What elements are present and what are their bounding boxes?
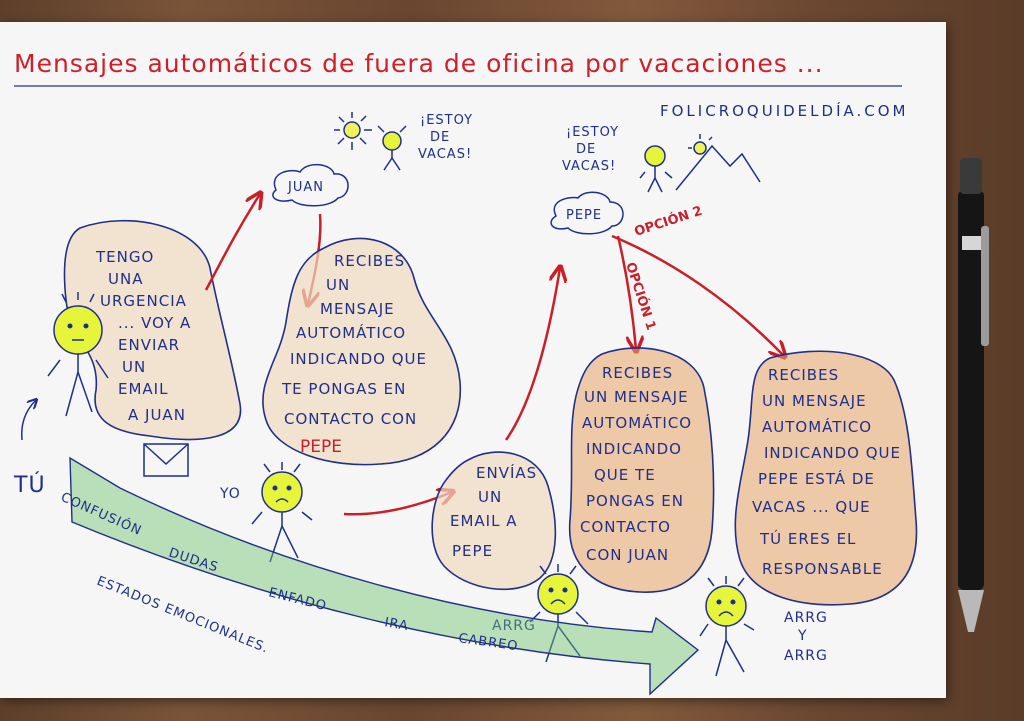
svg-text:... VOY A: ... VOY A (118, 314, 191, 332)
speech-bubble-opcion-1 (568, 347, 715, 593)
svg-text:IRA: IRA (383, 615, 409, 634)
svg-text:ENVIAR: ENVIAR (118, 336, 180, 354)
arrow-opcion-2 (611, 234, 784, 356)
svg-text:UN: UN (326, 276, 350, 294)
svg-text:INDICANDO: INDICANDO (586, 440, 682, 458)
arrow-to-juan (204, 194, 260, 291)
opcion-1-label: OPCIÓN 1 (622, 260, 659, 332)
svg-text:UN MENSAJE: UN MENSAJE (584, 388, 689, 406)
svg-text:TÚ ERES EL: TÚ ERES EL (759, 529, 856, 548)
arrg-label-2: ARRG Y ARRG (784, 610, 828, 664)
svg-text:¡ESTOY: ¡ESTOY (420, 113, 473, 128)
bubble-tu-text: TENGO UNA URGENCIA ... VOY A ENVIAR UN E… (95, 248, 191, 424)
website-label: FOLICROQUIDELDÍA.COM (660, 101, 908, 120)
pen-icon (958, 158, 989, 632)
speech-bubble-envias (431, 451, 557, 591)
tu-pointer-arrow (20, 400, 36, 441)
bubble-envias-text: ENVÍAS UN EMAIL A PEPE (450, 463, 537, 560)
juan-label: JUAN (287, 180, 324, 195)
juan-vacation-figure (377, 125, 407, 171)
svg-text:UNA: UNA (108, 270, 143, 288)
svg-text:RESPONSABLE: RESPONSABLE (762, 560, 883, 578)
arrg-label-1: ARRG (492, 618, 536, 634)
tu-label: TÚ (13, 472, 46, 498)
svg-text:PONGAS EN: PONGAS EN (586, 492, 684, 510)
speech-bubble-recibes-juan (262, 237, 462, 466)
svg-text:PEPE ESTÁ DE: PEPE ESTÁ DE (758, 469, 875, 488)
emotions-arrow (69, 456, 700, 696)
svg-text:Y: Y (797, 628, 808, 644)
svg-text:ENVÍAS: ENVÍAS (476, 463, 537, 482)
bubble-opcion-2-text: RECIBES UN MENSAJE AUTOMÁTICO INDICANDO … (752, 366, 901, 578)
svg-text:RECIBES: RECIBES (768, 366, 839, 384)
bubble-recibes-pepe: PEPE (300, 437, 342, 457)
svg-text:INDICANDO QUE: INDICANDO QUE (290, 350, 427, 368)
svg-text:AUTOMÁTICO: AUTOMÁTICO (296, 323, 406, 342)
svg-text:TE PONGAS EN: TE PONGAS EN (281, 380, 406, 398)
arrg-stick-figure-1 (529, 564, 589, 663)
svg-text:TENGO: TENGO (95, 248, 154, 266)
page-title: Mensajes automáticos de fuera de oficina… (14, 49, 824, 78)
pepe-cloud (550, 191, 624, 235)
svg-text:RECIBES: RECIBES (602, 364, 673, 382)
arrg-stick-figure-2 (699, 576, 755, 677)
svg-text:A JUAN: A JUAN (128, 406, 186, 424)
email-envelope-icon (143, 443, 189, 477)
svg-text:AUTOMÁTICO: AUTOMÁTICO (582, 413, 692, 432)
svg-text:MENSAJE: MENSAJE (320, 300, 395, 318)
svg-text:RECIBES: RECIBES (334, 252, 405, 270)
emotions-caption: ESTADOS EMOCIONALES. (95, 574, 271, 657)
svg-text:ARRG: ARRG (784, 648, 828, 664)
svg-text:INDICANDO QUE: INDICANDO QUE (764, 444, 901, 462)
pepe-label: PEPE (566, 208, 602, 223)
svg-text:DE: DE (576, 142, 596, 157)
svg-text:CONTACTO CON: CONTACTO CON (284, 410, 417, 428)
tu-stick-figure (47, 292, 109, 417)
svg-text:EMAIL A: EMAIL A (450, 512, 518, 530)
juan-cloud (272, 163, 349, 207)
yo-label: YO (219, 486, 241, 502)
svg-text:CON JUAN: CON JUAN (586, 546, 669, 564)
svg-text:ARRG: ARRG (784, 610, 828, 626)
svg-text:¡ESTOY: ¡ESTOY (566, 125, 619, 140)
estoy-de-vacas-juan: ¡ESTOY DE VACAS! (418, 113, 473, 162)
bubble-recibes-text: RECIBES UN MENSAJE AUTOMÁTICO INDICANDO … (281, 252, 427, 457)
arrow-opcion-1 (616, 235, 636, 350)
pepe-vacation-figure (639, 145, 673, 193)
svg-text:URGENCIA: URGENCIA (100, 292, 187, 310)
svg-text:CONTACTO: CONTACTO (580, 518, 671, 536)
svg-text:VACAS!: VACAS! (562, 159, 616, 174)
svg-text:VACAS!: VACAS! (418, 147, 472, 162)
sun-icon (334, 112, 372, 150)
yo-stick-figure (251, 462, 313, 563)
svg-text:EMAIL: EMAIL (118, 380, 168, 398)
mountain-sun-icon (675, 134, 761, 191)
svg-text:UN: UN (122, 358, 146, 376)
svg-text:VACAS ... QUE: VACAS ... QUE (752, 498, 871, 516)
speech-bubble-opcion-2 (734, 350, 918, 606)
svg-text:QUE TE: QUE TE (594, 466, 656, 484)
arrow-to-pepe (504, 268, 560, 441)
svg-text:AUTOMÁTICO: AUTOMÁTICO (762, 417, 872, 436)
svg-text:UN: UN (478, 488, 502, 506)
bubble-opcion-1-text: RECIBES UN MENSAJE AUTOMÁTICO INDICANDO … (580, 364, 692, 564)
estoy-de-vacas-pepe: ¡ESTOY DE VACAS! (562, 125, 619, 174)
opcion-2-label: OPCIÓN 2 (632, 203, 704, 240)
svg-text:DE: DE (430, 130, 450, 145)
svg-text:UN MENSAJE: UN MENSAJE (762, 392, 867, 410)
svg-text:PEPE: PEPE (452, 542, 493, 560)
